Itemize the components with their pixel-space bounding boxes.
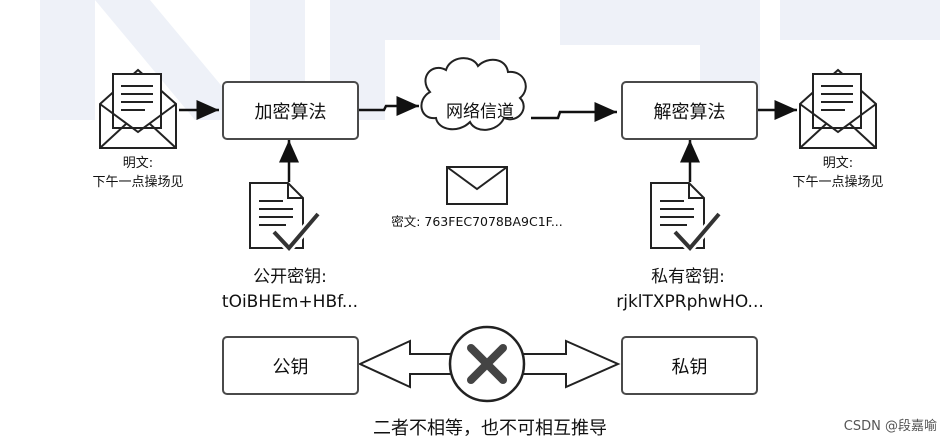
cross-icon: [448, 325, 526, 403]
diagram-caption: 二者不相等，也不可相互推导: [373, 418, 607, 439]
envelope-icon: [446, 166, 508, 205]
right-plaintext-value: 下午一点操场见: [792, 175, 884, 190]
left-plaintext-value: 下午一点操场见: [92, 175, 184, 190]
document-check-icon: [650, 182, 723, 255]
encrypt-algorithm-box: 加密算法: [222, 81, 359, 140]
network-cloud-shape: [420, 57, 527, 131]
flow-arrows: [179, 96, 797, 182]
public-key-value: tOiBHEm+HBf...: [221, 292, 359, 312]
document-check-icon: [249, 182, 322, 255]
right-plaintext-label: 明文:: [822, 156, 854, 171]
private-key-box: 私钥: [621, 336, 758, 395]
public-key-label: 公开密钥:: [253, 267, 327, 287]
csdn-watermark: CSDN @段嘉喻: [843, 419, 937, 434]
public-key-box: 公钥: [222, 336, 359, 395]
private-key-label: 私有密钥:: [651, 267, 725, 287]
network-channel-label: 网络信道: [446, 102, 514, 122]
decrypt-algorithm-box: 解密算法: [621, 81, 758, 140]
ciphertext-label: 密文: 763FEC7078BA9C1F...: [391, 214, 563, 229]
envelope-letter-icon: [99, 68, 177, 149]
left-plaintext-label: 明文:: [122, 156, 154, 171]
private-key-value: rjklTXPRphwHO...: [616, 292, 764, 312]
envelope-letter-icon: [799, 68, 877, 149]
background-watermark-shapes: [40, 0, 940, 120]
